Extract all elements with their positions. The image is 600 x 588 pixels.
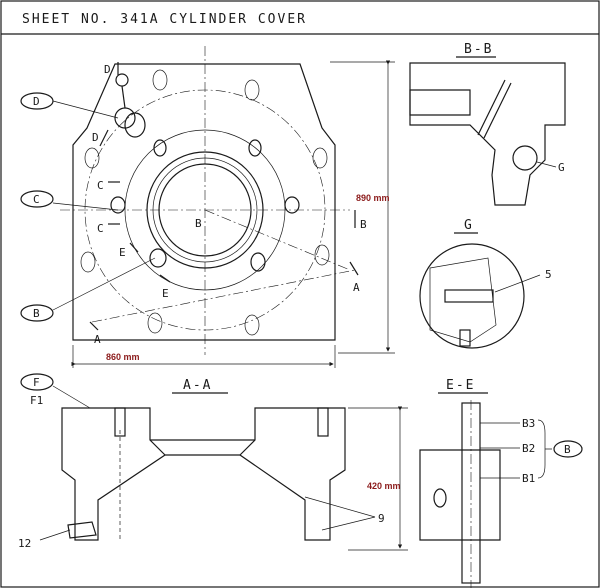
- aa-label-f1: F1: [30, 394, 43, 407]
- plan-height-dimension: [330, 60, 395, 354]
- callout-c-bubble: [20, 190, 119, 211]
- g-bolt: [444, 289, 494, 303]
- mark-e2: E: [162, 287, 169, 300]
- ee-title: E-E: [446, 378, 475, 393]
- aa-bore-wall: [150, 439, 255, 456]
- view-bb: [409, 56, 566, 206]
- aa-height-label: 420 mm: [367, 481, 401, 491]
- section-arrows: [89, 62, 359, 331]
- aa-item-9: 9: [378, 512, 385, 525]
- valve-d: [114, 73, 136, 129]
- callout-b-bubble: [20, 257, 156, 322]
- ee-b2: B2: [522, 442, 535, 455]
- plan-height-label: 890 mm: [356, 193, 390, 203]
- bolt-holes: [80, 69, 330, 336]
- g-section: [429, 257, 497, 343]
- mark-a1: A: [94, 333, 101, 346]
- aa-left-section: [61, 407, 166, 541]
- section-line-a: [91, 269, 356, 323]
- ee-section: [419, 449, 501, 541]
- sheet-title: SHEET NO. 341A CYLINDER COVER: [22, 12, 307, 27]
- view-aa: [20, 373, 408, 551]
- callout-c-label: C: [33, 193, 40, 206]
- bb-callout-g: G: [558, 161, 565, 174]
- mark-e1: E: [119, 246, 126, 259]
- plan-width-label: 860 mm: [106, 352, 140, 362]
- view-ee: [419, 392, 583, 588]
- plan-width-dimension: [71, 345, 336, 368]
- view-g: [419, 232, 541, 349]
- mark-a2: A: [353, 281, 360, 294]
- bb-section: [409, 62, 566, 206]
- ee-b1: B1: [522, 472, 535, 485]
- bb-title: B-B: [464, 42, 493, 57]
- plan-view: 890 mm 860 mm D C B D D C C E E A A: [20, 46, 395, 368]
- mark-b-right: B: [360, 218, 367, 231]
- cover-outline: [72, 63, 336, 341]
- callout-d-bubble: [20, 92, 119, 119]
- aa-right-section: [239, 407, 346, 541]
- aa-fitting: [67, 521, 97, 539]
- mark-c1: C: [97, 179, 104, 192]
- mark-b-center: B: [195, 217, 202, 230]
- aa-left-tap: [114, 407, 126, 437]
- callout-d-label: D: [33, 95, 40, 108]
- aa-item-12: 12: [18, 537, 31, 550]
- bb-detail-circle: [512, 145, 538, 171]
- aa-callout-f: F: [33, 376, 40, 389]
- mark-d1: D: [104, 63, 111, 76]
- g-title: G: [464, 218, 474, 233]
- ee-callout-b: B: [564, 443, 571, 456]
- g-item-5: 5: [545, 268, 552, 281]
- ee-port: [433, 488, 447, 508]
- callout-b-label: B: [33, 307, 40, 320]
- section-line-a-2: [204, 209, 351, 271]
- mark-c2: C: [97, 222, 104, 235]
- bb-bore: [409, 89, 471, 116]
- ee-b3: B3: [522, 417, 535, 430]
- aa-title: A-A: [183, 378, 212, 393]
- g-detail-outline: [419, 243, 525, 349]
- mark-d2: D: [92, 131, 99, 144]
- aa-right-tap: [317, 407, 329, 437]
